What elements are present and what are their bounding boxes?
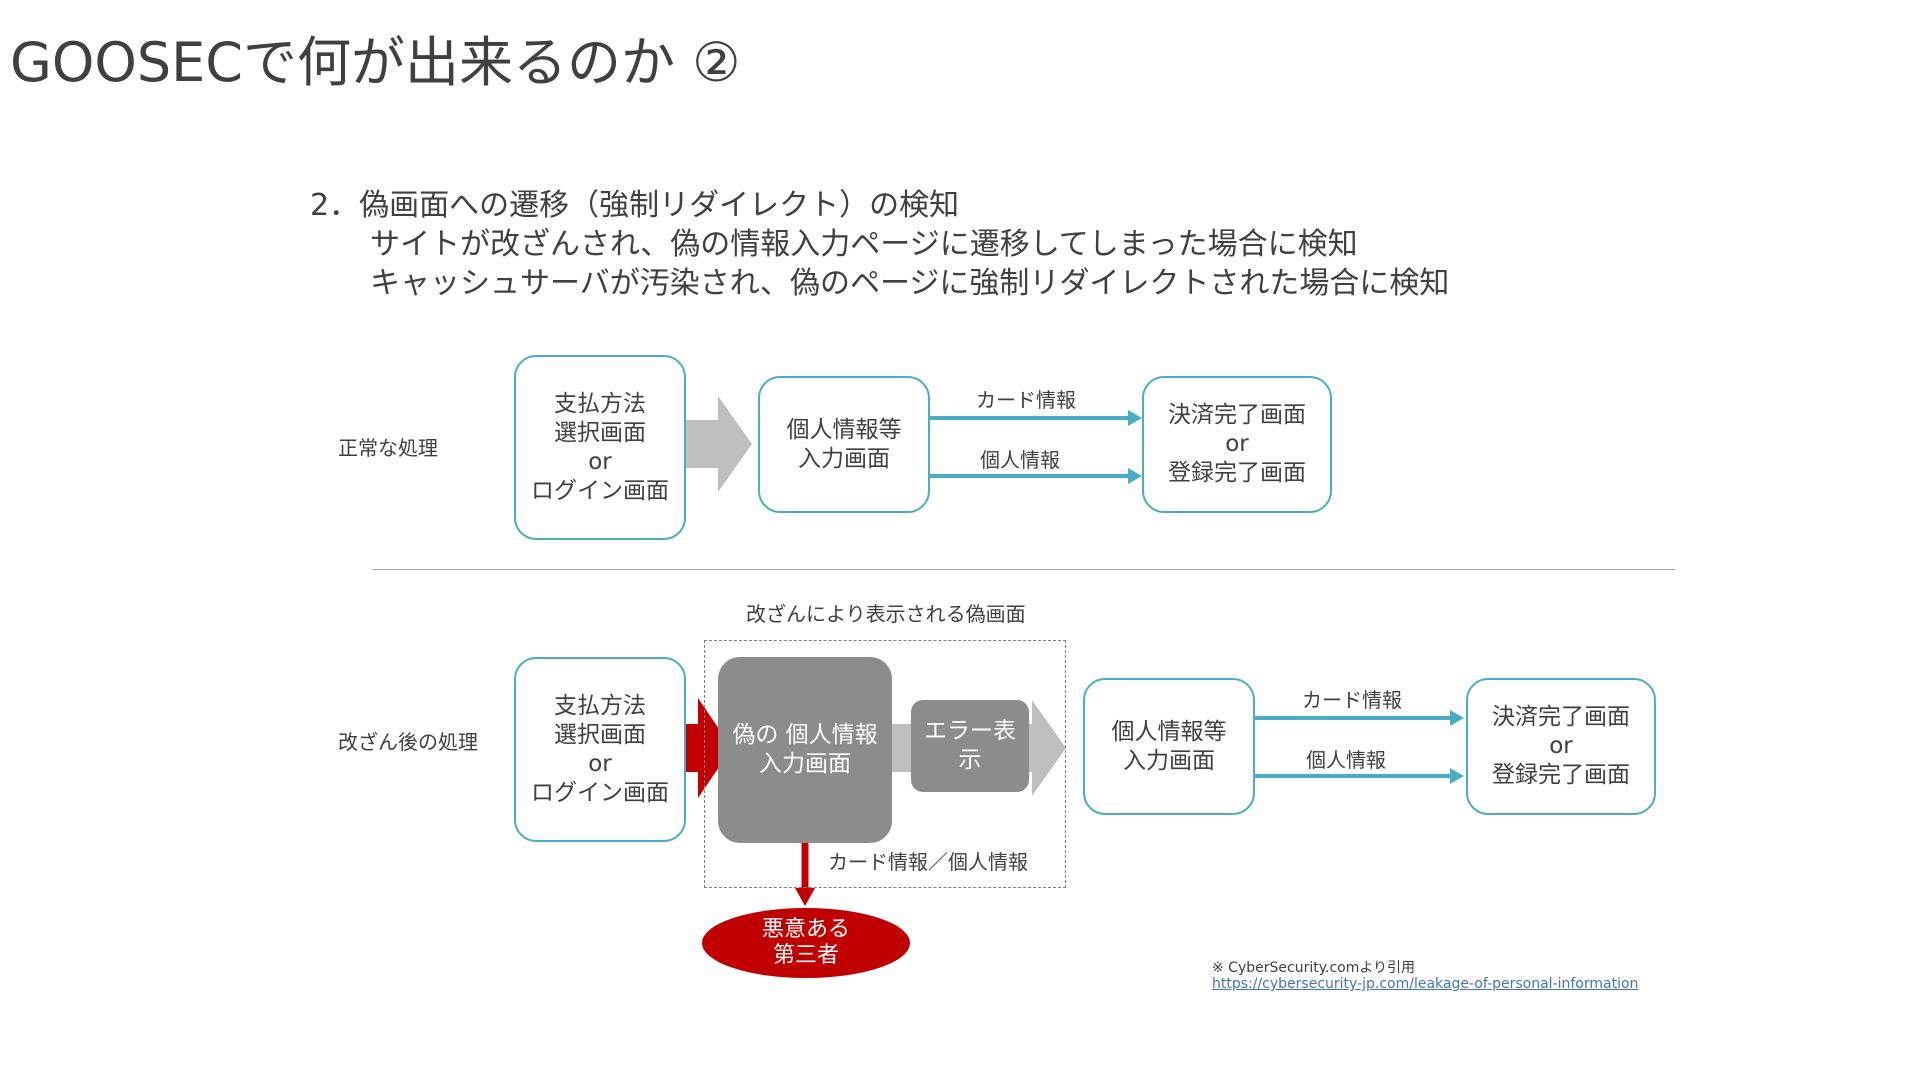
payment-box-line: 選択画面 bbox=[554, 419, 646, 446]
payment-box-line: or bbox=[588, 750, 612, 777]
attacker-line: 第三者 bbox=[772, 943, 839, 968]
complete-box-line: 登録完了画面 bbox=[1168, 460, 1306, 486]
tampered-personal-info-box: 個人情報等 入力画面 bbox=[1083, 678, 1255, 815]
malicious-third-party: 悪意ある 第三者 bbox=[702, 908, 910, 978]
normal-card-label: カード情報 bbox=[976, 388, 1076, 412]
tampered-card-label: カード情報 bbox=[1302, 688, 1402, 712]
description-line-tampered-site: サイトが改ざんされ、偽の情報入力ページに遷移してしまった場合に検知 bbox=[370, 227, 1358, 262]
tampered-personal-label: 個人情報 bbox=[1306, 748, 1386, 772]
normal-complete-box: 決済完了画面 or 登録完了画面 bbox=[1142, 376, 1332, 513]
normal-personal-arrow bbox=[928, 468, 1142, 484]
payment-box-line: ログイン画面 bbox=[531, 477, 669, 504]
tampered-personal-arrow bbox=[1253, 768, 1464, 784]
attacker-line: 悪意ある bbox=[761, 917, 850, 942]
fake-box-line: 個人情報 bbox=[785, 722, 878, 748]
payment-box-line: or bbox=[588, 448, 612, 475]
complete-box-line: 登録完了画面 bbox=[1492, 762, 1630, 788]
complete-box-line: or bbox=[1549, 733, 1573, 759]
normal-personal-info-box: 個人情報等 入力画面 bbox=[758, 376, 930, 513]
normal-payment-box: 支払方法 選択画面 or ログイン画面 bbox=[514, 355, 686, 540]
normal-gray-arrow bbox=[686, 396, 752, 492]
error-box-line: エラー表 bbox=[924, 718, 1016, 744]
personal-box-line: 個人情報等 bbox=[1111, 718, 1227, 745]
source-note: ※ CyberSecurity.comより引用 bbox=[1212, 960, 1416, 976]
description-line-cache-poisoning: キャッシュサーバが汚染され、偽のページに強制リダイレクトされた場合に検知 bbox=[370, 266, 1450, 301]
payment-box-line: ログイン画面 bbox=[531, 779, 669, 806]
tampered-card-arrow bbox=[1253, 710, 1464, 726]
payment-box-line: 支払方法 bbox=[554, 390, 646, 417]
leak-arrow bbox=[795, 840, 815, 906]
description-block: 2．偽画面への遷移（強制リダイレクト）の検知 サイトが改ざんされ、偽の情報入力ペ… bbox=[310, 186, 1449, 303]
personal-box-line: 入力画面 bbox=[798, 445, 890, 472]
tampered-row-label: 改ざん後の処理 bbox=[338, 730, 478, 754]
page-title: GOOSECで何が出来るのか ② bbox=[10, 31, 741, 94]
personal-box-line: 個人情報等 bbox=[786, 416, 902, 443]
normal-personal-label: 個人情報 bbox=[980, 448, 1060, 472]
leak-label: カード情報／個人情報 bbox=[828, 850, 1028, 874]
payment-box-line: 支払方法 bbox=[554, 692, 646, 719]
error-box-line: 示 bbox=[958, 747, 982, 773]
personal-box-line: 入力画面 bbox=[1123, 747, 1215, 774]
tampered-payment-box: 支払方法 選択画面 or ログイン画面 bbox=[514, 657, 686, 842]
fake-region-outline bbox=[704, 640, 1066, 888]
tampered-complete-box: 決済完了画面 or 登録完了画面 bbox=[1466, 678, 1656, 815]
complete-box-line: 決済完了画面 bbox=[1168, 402, 1306, 428]
payment-box-line: 選択画面 bbox=[554, 721, 646, 748]
section-divider bbox=[372, 569, 1675, 570]
normal-card-arrow bbox=[928, 410, 1142, 426]
fake-box-line: 入力画面 bbox=[759, 751, 851, 777]
description-heading: 2．偽画面への遷移（強制リダイレクト）の検知 bbox=[310, 188, 960, 223]
tampered-red-arrow bbox=[664, 698, 732, 798]
fake-input-screen-box: 偽の 個人情報 入力画面 bbox=[718, 657, 892, 843]
normal-row-label: 正常な処理 bbox=[338, 436, 438, 460]
complete-box-line: or bbox=[1225, 431, 1249, 457]
fake-box-line: 偽の bbox=[732, 722, 779, 748]
fake-region-label: 改ざんにより表示される偽画面 bbox=[746, 602, 1026, 626]
complete-box-line: 決済完了画面 bbox=[1492, 704, 1630, 730]
error-display-box: エラー表 示 bbox=[911, 700, 1029, 792]
source-link[interactable]: https://cybersecurity-jp.com/leakage-of-… bbox=[1212, 976, 1639, 992]
